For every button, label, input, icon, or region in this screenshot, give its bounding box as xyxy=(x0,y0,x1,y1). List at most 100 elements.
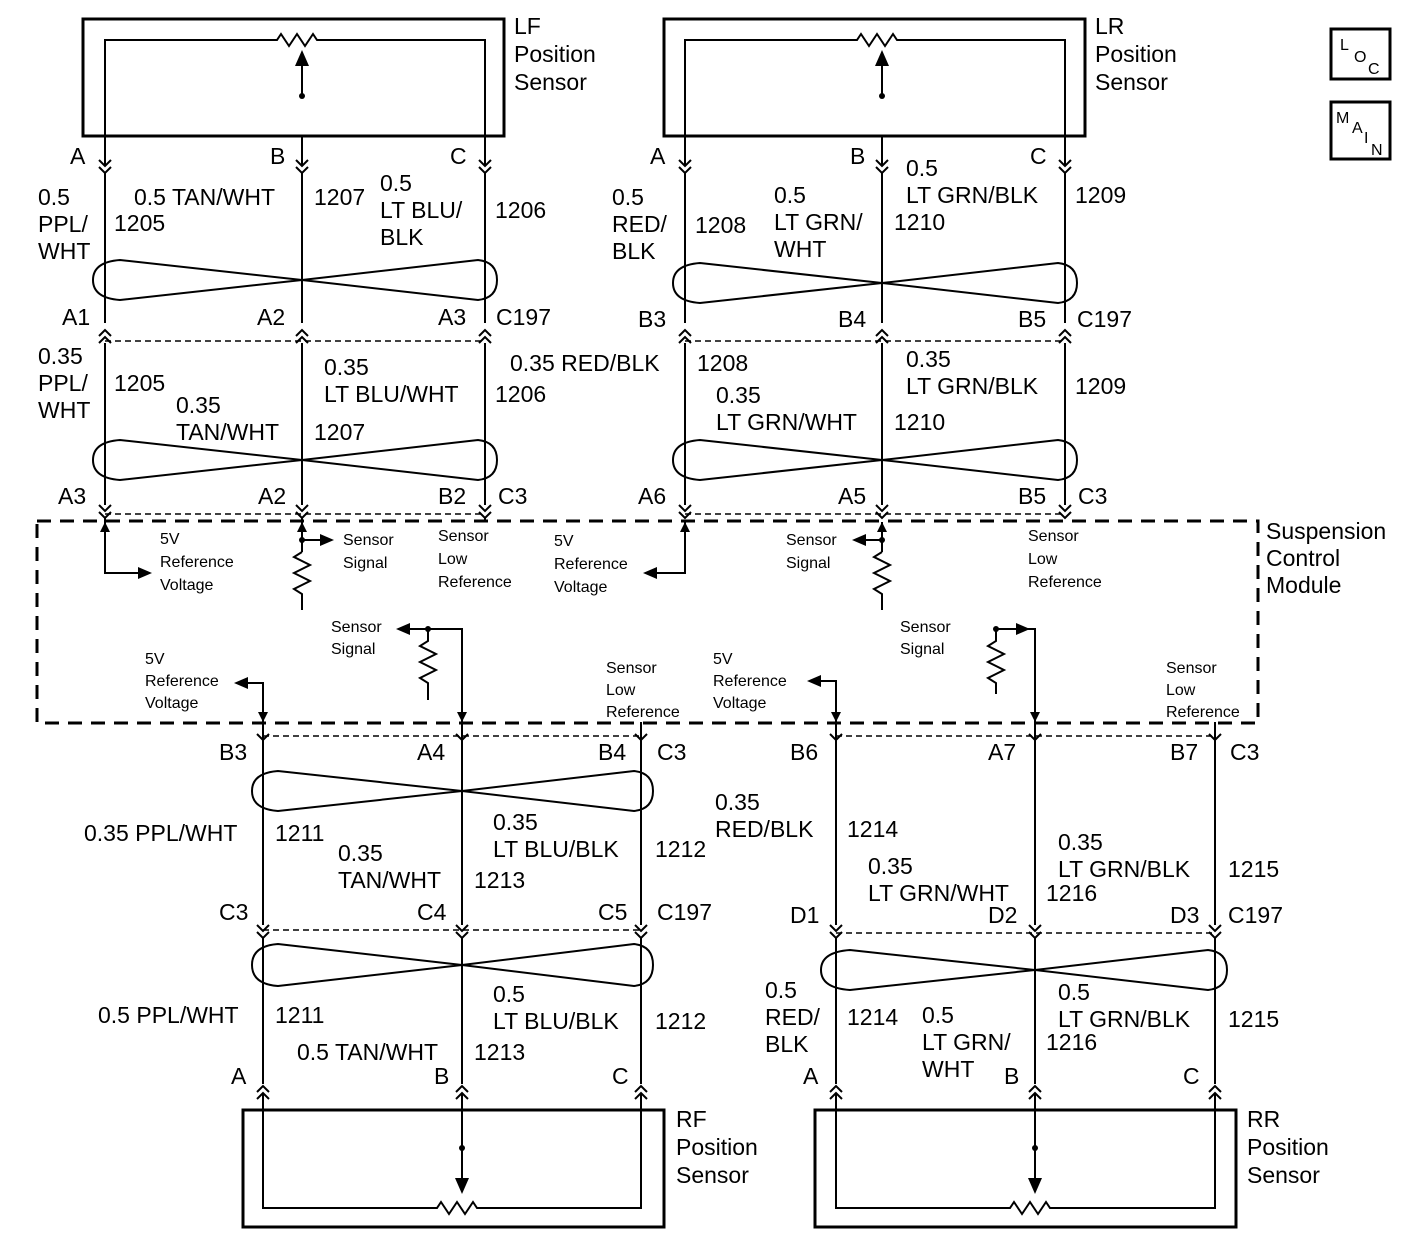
svg-text:Sensor: Sensor xyxy=(1166,660,1217,677)
svg-text:L: L xyxy=(1340,37,1349,54)
svg-text:C3: C3 xyxy=(1230,739,1259,765)
svg-text:0.5: 0.5 xyxy=(612,184,644,210)
svg-text:A2: A2 xyxy=(257,304,285,330)
svg-text:C: C xyxy=(1030,143,1047,169)
svg-text:BLK: BLK xyxy=(612,238,656,264)
svg-text:1215: 1215 xyxy=(1228,1006,1279,1032)
svg-text:5V: 5V xyxy=(713,651,733,668)
svg-text:B3: B3 xyxy=(219,739,247,765)
svg-text:C3: C3 xyxy=(657,739,686,765)
svg-text:RED/: RED/ xyxy=(612,211,668,237)
svg-text:A6: A6 xyxy=(638,483,666,509)
svg-text:LT GRN/BLK: LT GRN/BLK xyxy=(1058,856,1191,882)
svg-text:0.35: 0.35 xyxy=(715,789,760,815)
svg-text:LT BLU/BLK: LT BLU/BLK xyxy=(493,836,619,862)
svg-text:A: A xyxy=(1352,120,1363,137)
svg-text:LT GRN/WHT: LT GRN/WHT xyxy=(716,409,857,435)
lr-position-sensor: LR Position Sensor xyxy=(662,13,1177,138)
svg-text:Low: Low xyxy=(606,682,636,699)
svg-text:Signal: Signal xyxy=(900,641,944,658)
svg-text:1209: 1209 xyxy=(1075,373,1126,399)
svg-text:B: B xyxy=(1004,1063,1019,1089)
svg-text:WHT: WHT xyxy=(38,238,90,264)
svg-text:0.35: 0.35 xyxy=(38,343,83,369)
svg-text:0.5: 0.5 xyxy=(1058,979,1090,1005)
svg-text:A: A xyxy=(70,143,86,169)
svg-text:0.5 PPL/WHT: 0.5 PPL/WHT xyxy=(98,1002,239,1028)
svg-text:0.35: 0.35 xyxy=(1058,829,1103,855)
svg-text:RED/BLK: RED/BLK xyxy=(715,816,814,842)
svg-text:N: N xyxy=(1371,142,1383,159)
svg-text:1206: 1206 xyxy=(495,197,546,223)
rf-wires xyxy=(250,722,655,1110)
svg-text:0.35: 0.35 xyxy=(176,392,221,418)
svg-text:C3: C3 xyxy=(219,899,248,925)
rf-position-sensor: RF Position Sensor xyxy=(241,1106,758,1229)
rf-sensor-name: RF xyxy=(676,1106,707,1132)
svg-text:1216: 1216 xyxy=(1046,880,1097,906)
svg-text:Signal: Signal xyxy=(786,555,830,572)
svg-text:C: C xyxy=(1183,1063,1200,1089)
svg-text:LT GRN/: LT GRN/ xyxy=(922,1029,1011,1055)
svg-text:C: C xyxy=(450,143,467,169)
svg-text:0.35: 0.35 xyxy=(906,346,951,372)
main-badge[interactable]: M A I N xyxy=(1329,100,1392,161)
lr-sensor-name: LR xyxy=(1095,13,1124,39)
svg-text:0.5: 0.5 xyxy=(380,170,412,196)
svg-text:A: A xyxy=(231,1063,247,1089)
svg-text:Control: Control xyxy=(1266,545,1340,571)
lr-internal-circuits: 5V Reference Voltage Sensor Signal Senso… xyxy=(554,522,1102,610)
svg-text:Sensor: Sensor xyxy=(1028,528,1079,545)
svg-text:C: C xyxy=(612,1063,629,1089)
svg-text:BLK: BLK xyxy=(380,224,424,250)
svg-text:WHT: WHT xyxy=(38,397,90,423)
svg-text:Sensor: Sensor xyxy=(343,532,394,549)
svg-text:Sensor: Sensor xyxy=(1247,1162,1320,1188)
svg-text:WHT: WHT xyxy=(922,1056,974,1082)
svg-text:Module: Module xyxy=(1266,572,1341,598)
svg-text:Low: Low xyxy=(438,551,468,568)
lf-wires xyxy=(91,136,499,522)
svg-text:Low: Low xyxy=(1166,682,1196,699)
svg-text:Position: Position xyxy=(1247,1134,1329,1160)
svg-text:PPL/: PPL/ xyxy=(38,211,88,237)
svg-text:0.35: 0.35 xyxy=(324,354,369,380)
svg-text:1207: 1207 xyxy=(314,419,365,445)
svg-text:Voltage: Voltage xyxy=(160,577,213,594)
svg-text:A5: A5 xyxy=(838,483,866,509)
svg-text:TAN/WHT: TAN/WHT xyxy=(338,867,441,893)
svg-text:LT BLU/WHT: LT BLU/WHT xyxy=(324,381,459,407)
svg-text:LT GRN/WHT: LT GRN/WHT xyxy=(868,880,1009,906)
svg-text:Sensor: Sensor xyxy=(786,532,837,549)
svg-text:0.5: 0.5 xyxy=(765,977,797,1003)
svg-text:Low: Low xyxy=(1028,551,1058,568)
svg-text:A4: A4 xyxy=(417,739,445,765)
svg-text:0.5: 0.5 xyxy=(38,184,70,210)
svg-text:LT GRN/BLK: LT GRN/BLK xyxy=(1058,1006,1191,1032)
svg-text:1205: 1205 xyxy=(114,210,165,236)
svg-text:C197: C197 xyxy=(1228,902,1283,928)
svg-text:Sensor: Sensor xyxy=(1095,69,1168,95)
svg-text:B7: B7 xyxy=(1170,739,1198,765)
svg-text:A: A xyxy=(803,1063,819,1089)
svg-text:A1: A1 xyxy=(62,304,90,330)
svg-text:0.35: 0.35 xyxy=(493,809,538,835)
svg-text:1213: 1213 xyxy=(474,867,525,893)
svg-text:1212: 1212 xyxy=(655,1008,706,1034)
svg-text:Reference: Reference xyxy=(1028,574,1102,591)
svg-text:C197: C197 xyxy=(657,899,712,925)
svg-text:LT GRN/BLK: LT GRN/BLK xyxy=(906,373,1039,399)
svg-text:5V: 5V xyxy=(160,531,180,548)
svg-text:LT GRN/BLK: LT GRN/BLK xyxy=(906,182,1039,208)
svg-text:Sensor: Sensor xyxy=(606,660,657,677)
svg-text:Reference: Reference xyxy=(713,673,787,690)
svg-text:Sensor: Sensor xyxy=(514,69,587,95)
svg-text:I: I xyxy=(1364,130,1368,147)
svg-text:Reference: Reference xyxy=(145,673,219,690)
svg-text:0.35: 0.35 xyxy=(716,382,761,408)
loc-badge[interactable]: L O C xyxy=(1329,27,1392,81)
svg-text:A2: A2 xyxy=(258,483,286,509)
svg-text:D2: D2 xyxy=(988,902,1017,928)
svg-text:0.5: 0.5 xyxy=(922,1002,954,1028)
